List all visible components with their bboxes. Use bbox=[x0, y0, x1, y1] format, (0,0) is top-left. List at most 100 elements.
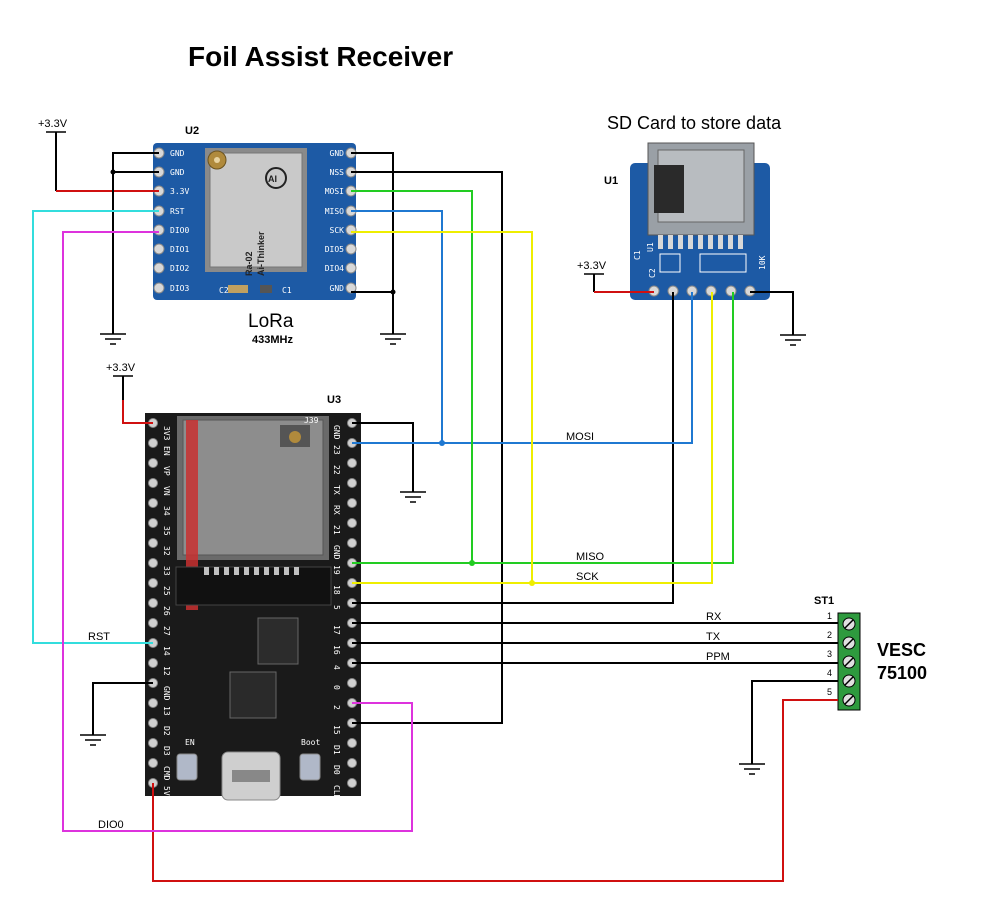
esp32-pin-rx: RX bbox=[332, 505, 341, 515]
ground-icon-esp32-left bbox=[79, 734, 107, 746]
power-label-esp32: +3.3V bbox=[106, 362, 136, 374]
esp32-pin-19: 19 bbox=[332, 565, 341, 575]
esp32-pin-d1: D1 bbox=[332, 745, 341, 755]
esp32-pin-12: 12 bbox=[162, 666, 171, 676]
wire-sd-miso bbox=[472, 292, 734, 564]
lora-pin-nss: NSS bbox=[330, 168, 345, 177]
esp32-pin-32: 32 bbox=[162, 546, 171, 556]
wire-lora-mosi bbox=[351, 210, 443, 444]
esp32-pin-0: 0 bbox=[332, 685, 341, 690]
esp32-pin-d2: D2 bbox=[162, 726, 171, 736]
esp32-pin-26: 26 bbox=[162, 606, 171, 616]
diagram-title: Foil Assist Receiver bbox=[188, 41, 453, 72]
esp32-left-pin-pads bbox=[148, 418, 158, 788]
esp32-pin-23: 23 bbox=[332, 445, 341, 455]
lora-cap-c2: C2 bbox=[219, 286, 229, 295]
esp32-pin-4: 4 bbox=[332, 665, 341, 670]
esp32-pin-cmd: CMD bbox=[162, 766, 171, 781]
terminal-pin-3: 3 bbox=[827, 649, 832, 659]
power-symbol-lora: +3.3V bbox=[38, 118, 68, 191]
net-label-mosi: MOSI bbox=[566, 431, 594, 443]
lora-pin-dio1: DIO1 bbox=[170, 245, 189, 254]
lora-name: LoRa bbox=[248, 311, 294, 332]
esp32-pin-33: 33 bbox=[162, 566, 171, 576]
esp32-pin-vp: VP bbox=[162, 466, 171, 476]
sd-mark-u1: U1 bbox=[646, 242, 655, 252]
wire-lora-gnd-left bbox=[112, 152, 159, 334]
lora-pin-gnd-1: GND bbox=[170, 149, 185, 158]
terminal-pin-1: 1 bbox=[827, 611, 832, 621]
screw-terminal: 1 2 3 4 5 bbox=[827, 611, 861, 711]
esp32-right-pin-labels: GND 23 22 TX RX 21 GND 19 18 5 17 16 4 0… bbox=[332, 425, 341, 800]
esp32-pin-en: EN bbox=[162, 446, 171, 456]
power-label-lora: +3.3V bbox=[38, 118, 68, 130]
esp32-button-boot: Boot bbox=[301, 738, 320, 747]
wire-lora-gnd-right bbox=[351, 152, 394, 334]
esp32-pin-2: 2 bbox=[332, 705, 341, 710]
esp32-pin-3v3: 3V3 bbox=[162, 426, 171, 441]
wire-rst bbox=[32, 210, 159, 644]
lora-pin-miso: MISO bbox=[325, 207, 344, 216]
net-label-rst: RST bbox=[88, 631, 110, 643]
esp32-board: EN Boot J39 3V3 EN VP VN 34 35 32 33 25 … bbox=[145, 413, 361, 801]
esp32-pin-gnd-mid: GND bbox=[332, 545, 341, 560]
esp32-pin-gnd-left: GND bbox=[162, 686, 171, 701]
esp32-antenna-mark: J39 bbox=[304, 416, 319, 425]
ground-icon-vesc bbox=[738, 763, 766, 775]
lora-cap-c1: C1 bbox=[282, 286, 292, 295]
wire-sd-gnd bbox=[750, 291, 794, 335]
lora-pin-gnd-2: GND bbox=[170, 168, 185, 177]
esp32-pin-34: 34 bbox=[162, 506, 171, 516]
wire-lora-nss bbox=[351, 171, 503, 724]
wires bbox=[32, 152, 838, 882]
esp32-pin-16: 16 bbox=[332, 645, 341, 655]
wire-esp32-3v3 bbox=[122, 400, 153, 424]
lora-pin-3v3: 3.3V bbox=[170, 187, 189, 196]
esp32-pin-25: 25 bbox=[162, 586, 171, 596]
net-label-dio0: DIO0 bbox=[98, 819, 124, 831]
wire-vesc-gnd bbox=[751, 680, 838, 764]
wire-esp32-gnd-right bbox=[352, 422, 414, 492]
lora-pin-rst: RST bbox=[170, 207, 185, 216]
sd-ref: U1 bbox=[604, 175, 618, 187]
lora-module: AI Ra-02 Ai-Thinker C2 C1 GND GND 3.3V R… bbox=[153, 143, 357, 300]
lora-pin-dio0: DIO0 bbox=[170, 226, 189, 235]
lora-chip-name: Ra-02 bbox=[244, 251, 254, 276]
wire-esp32-gnd-left bbox=[92, 682, 153, 735]
power-symbol-esp32: +3.3V bbox=[106, 362, 136, 400]
esp32-pin-27: 27 bbox=[162, 626, 171, 636]
esp32-pin-35: 35 bbox=[162, 526, 171, 536]
wire-sd-cs bbox=[352, 292, 674, 604]
lora-pin-mosi: MOSI bbox=[325, 187, 344, 196]
lora-ref: U2 bbox=[185, 125, 199, 137]
sd-card-module: C1 U1 C2 10K bbox=[630, 142, 770, 300]
lora-chip-logo: AI bbox=[268, 174, 277, 184]
lora-freq: 433MHz bbox=[252, 334, 293, 346]
wire-dio0 bbox=[62, 231, 413, 832]
ground-icon-esp32-right bbox=[399, 491, 427, 503]
net-label-miso: MISO bbox=[576, 551, 605, 563]
esp32-pin-5: 5 bbox=[332, 605, 341, 610]
ground-icon-lora-left bbox=[99, 333, 127, 345]
wire-sd-mosi bbox=[442, 292, 693, 444]
esp32-pin-22: 22 bbox=[332, 465, 341, 475]
net-label-sck: SCK bbox=[576, 571, 599, 583]
power-label-sd: +3.3V bbox=[577, 260, 607, 272]
esp32-pin-21: 21 bbox=[332, 525, 341, 535]
wire-sd-sck bbox=[532, 292, 713, 584]
esp32-pin-13: 13 bbox=[162, 706, 171, 716]
net-label-ppm: PPM bbox=[706, 651, 730, 663]
lora-pin-gnd-4: GND bbox=[330, 284, 345, 293]
power-symbol-sd: +3.3V bbox=[577, 260, 607, 292]
esp32-pin-d0: D0 bbox=[332, 765, 341, 775]
esp32-left-pin-labels: 3V3 EN VP VN 34 35 32 33 25 26 27 14 12 … bbox=[162, 426, 171, 796]
wire-vesc-5v bbox=[152, 699, 838, 882]
esp32-pin-18: 18 bbox=[332, 585, 341, 595]
ground-icon-sd bbox=[779, 334, 807, 346]
terminal-pin-5: 5 bbox=[827, 687, 832, 697]
esp32-pin-gnd-top: GND bbox=[332, 425, 341, 440]
wire-lora-sck bbox=[351, 231, 533, 584]
net-label-rx: RX bbox=[706, 611, 722, 623]
lora-chip-brand: Ai-Thinker bbox=[256, 231, 266, 276]
